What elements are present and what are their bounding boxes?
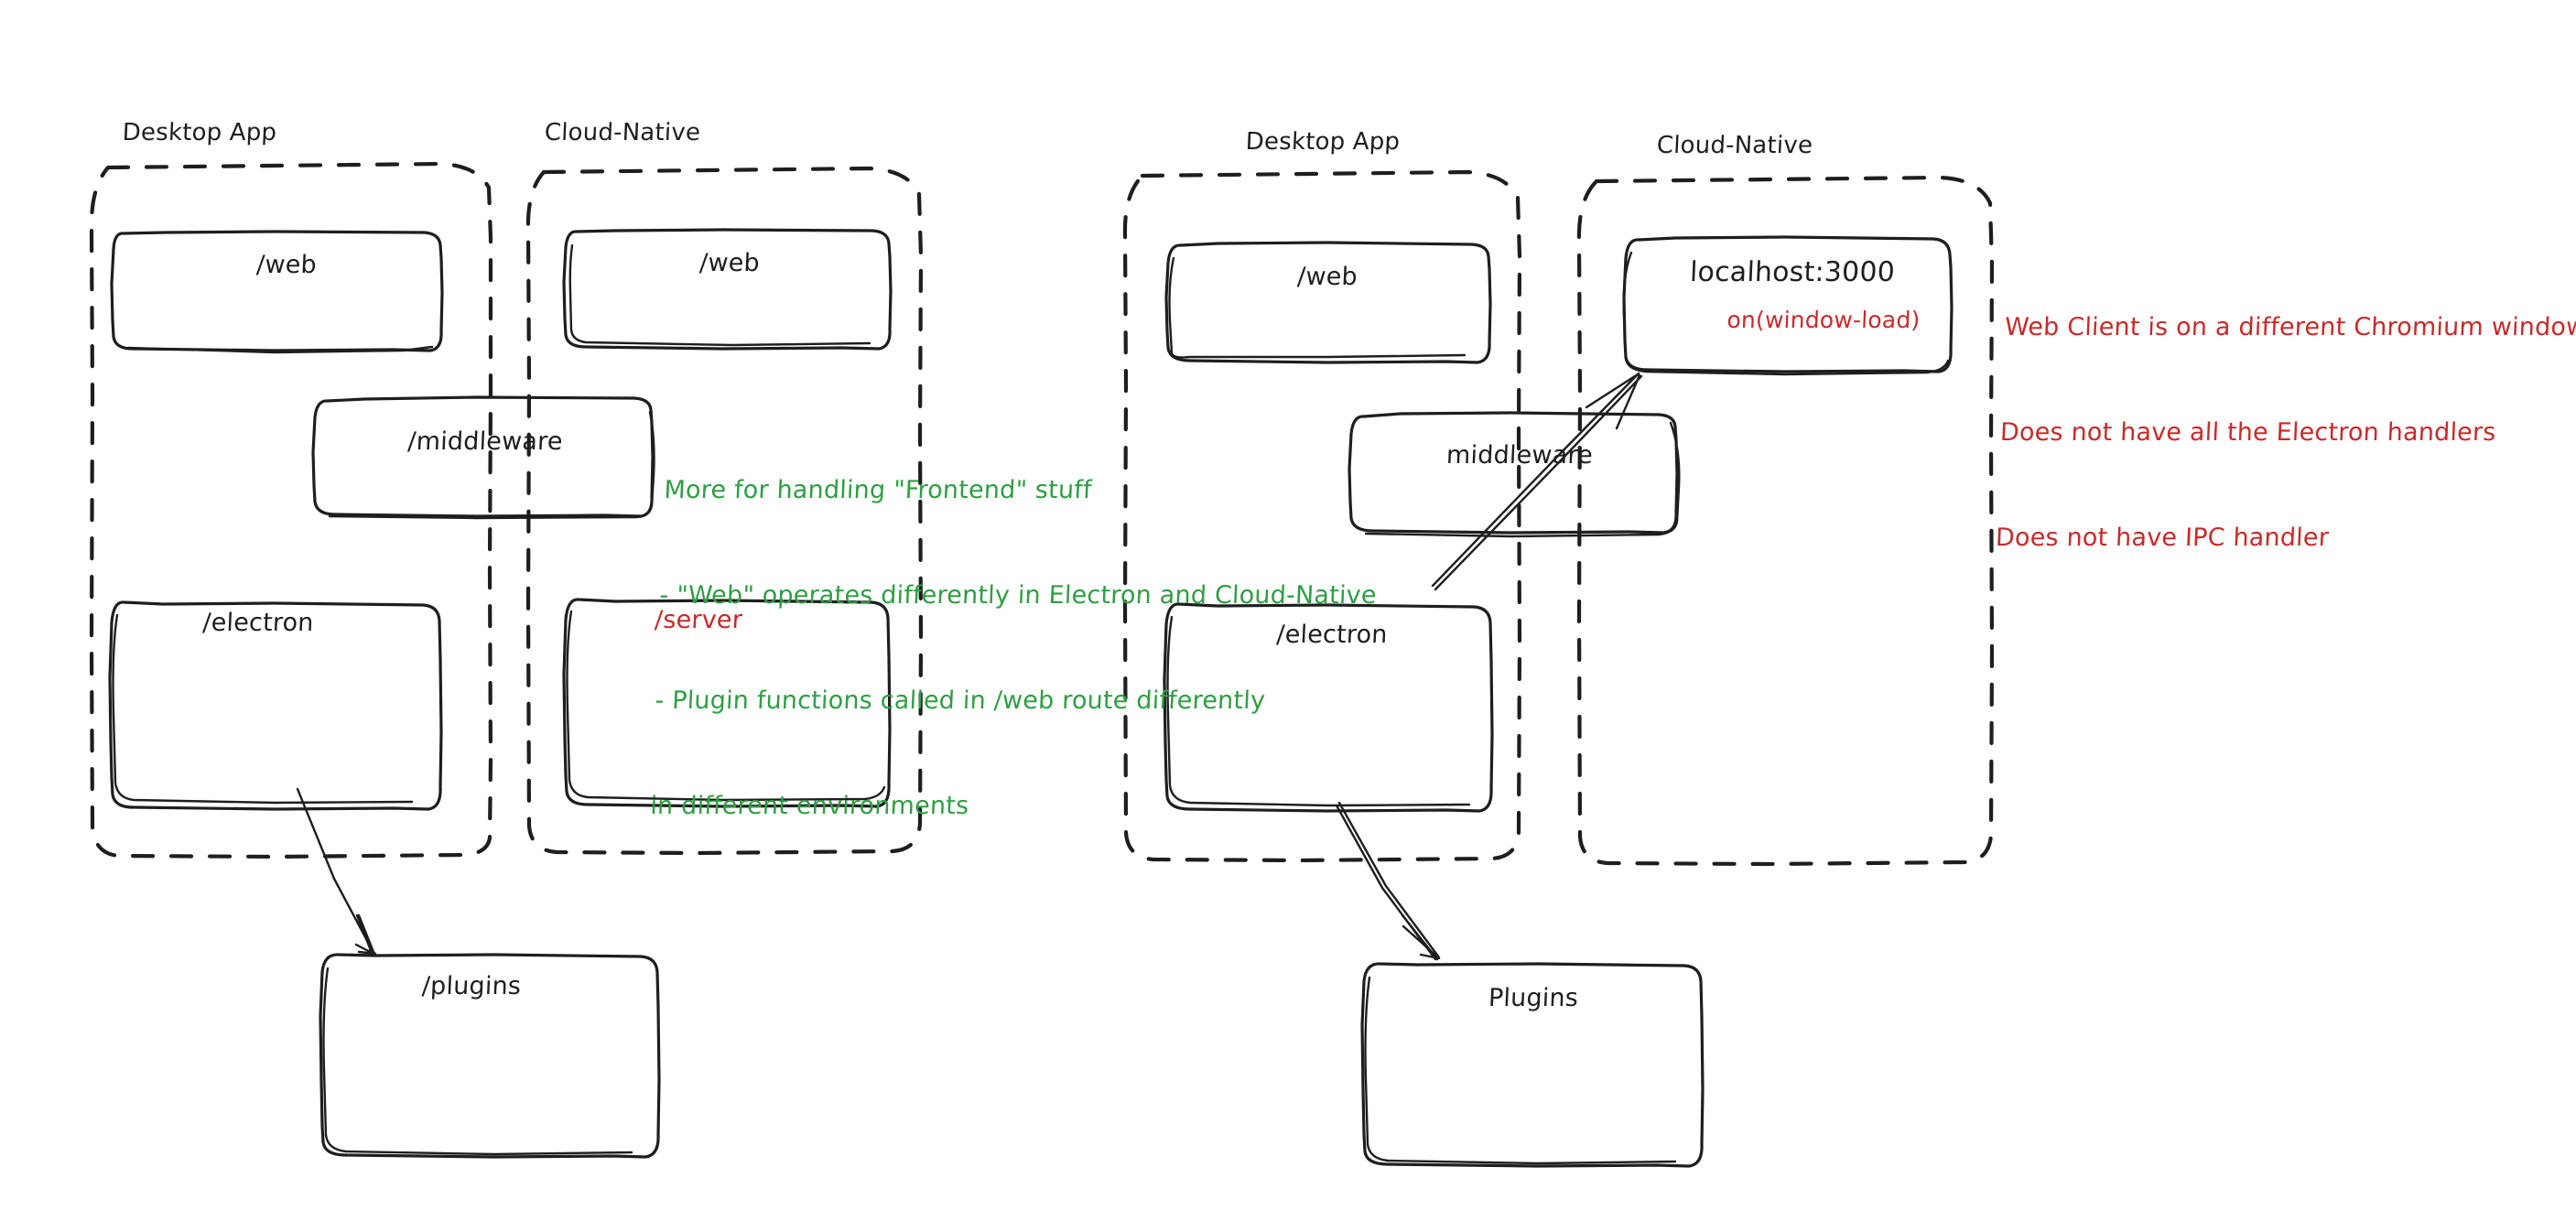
green-annotation-line-3: - Plugin functions called in /web route …	[654, 686, 1266, 715]
right-electron-to-plugins-arrow	[1335, 801, 1441, 961]
red-annotation-line-1: Web Client is on a different Chromium wi…	[2004, 312, 2576, 341]
green-annotation-line-4: in different environments	[649, 791, 970, 820]
left-web-cloud-label: /web	[698, 249, 761, 277]
left-electron-box[interactable]	[108, 600, 443, 811]
right-localhost-sublabel: on(window-load)	[1726, 307, 1921, 333]
right-desktop-app-label: Desktop App	[1245, 128, 1401, 156]
left-web-desktop-label: /web	[255, 251, 318, 279]
right-cloud-native-label: Cloud-Native	[1656, 132, 1813, 159]
right-middleware-label: middleware	[1445, 441, 1594, 470]
left-server-box[interactable]	[562, 598, 892, 808]
left-desktop-app-label: Desktop App	[122, 119, 277, 146]
right-web-label: /web	[1296, 263, 1358, 291]
left-cloud-native-container[interactable]	[525, 166, 924, 856]
red-annotation-line-3: Does not have IPC handler	[1995, 523, 2330, 552]
right-web-box[interactable]	[1164, 241, 1492, 364]
left-middleware-label: /middleware	[406, 427, 564, 456]
right-cloud-native-container[interactable]	[1576, 175, 1995, 867]
left-middleware-box[interactable]	[311, 395, 655, 520]
red-annotation: Web Client is on a different Chromium wi…	[1992, 240, 2576, 626]
left-web-cloud-box[interactable]	[562, 228, 893, 351]
green-annotation-line-2: - "Web" operates differently in Electron…	[658, 580, 1378, 610]
left-plugins-label: /plugins	[421, 972, 522, 1000]
right-localhost-label: localhost:3000	[1689, 256, 1896, 288]
right-localhost-box[interactable]	[1622, 235, 1954, 376]
left-electron-label: /electron	[201, 609, 315, 637]
right-electron-label: /electron	[1275, 621, 1389, 649]
right-desktop-app-container[interactable]	[1122, 169, 1522, 863]
right-electron-to-localhost-arrow	[1431, 372, 1643, 591]
red-annotation-line-2: Does not have all the Electron handlers	[1999, 417, 2497, 447]
left-electron-to-plugins-arrow	[296, 787, 377, 956]
right-plugins-label: Plugins	[1488, 984, 1579, 1012]
left-cloud-native-label: Cloud-Native	[544, 119, 701, 146]
right-plugins-box[interactable]	[1360, 962, 1705, 1168]
right-electron-box[interactable]	[1163, 602, 1494, 813]
left-plugins-box[interactable]	[319, 953, 661, 1159]
left-web-desktop-box[interactable]	[110, 230, 444, 354]
green-annotation-line-1: More for handling "Frontend" stuff	[663, 475, 1093, 504]
right-middleware-box[interactable]	[1348, 411, 1681, 538]
